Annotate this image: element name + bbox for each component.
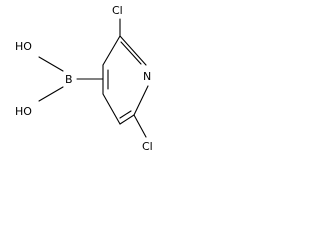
chemical-structure: Cl N Cl B HO HO [15, 4, 153, 153]
bond-ring-double-c5-c6 [120, 41, 142, 65]
chlorine-top-label: Cl [112, 4, 123, 17]
bond-b-oh-upper [38, 56, 64, 72]
bond-ring-c3-c4 [102, 93, 121, 125]
bond-ring-double-c2-c3-inner [119, 110, 132, 119]
nitrogen-label: N [143, 70, 151, 83]
bond-ring-double-c2-c3 [119, 114, 135, 125]
hydroxyl-lower-label: HO [15, 105, 32, 118]
chlorine-bottom-label: Cl [142, 140, 153, 153]
hydroxyl-upper-label: HO [15, 40, 32, 53]
bond-b-oh-lower [38, 86, 64, 102]
bond-ring-n1-c2 [133, 85, 149, 116]
boron-label: B [65, 73, 73, 86]
bond-ring-c4-c5 [102, 35, 121, 66]
bond-ring-c5-c6 [119, 35, 147, 66]
bond-c2-cl [133, 114, 147, 138]
